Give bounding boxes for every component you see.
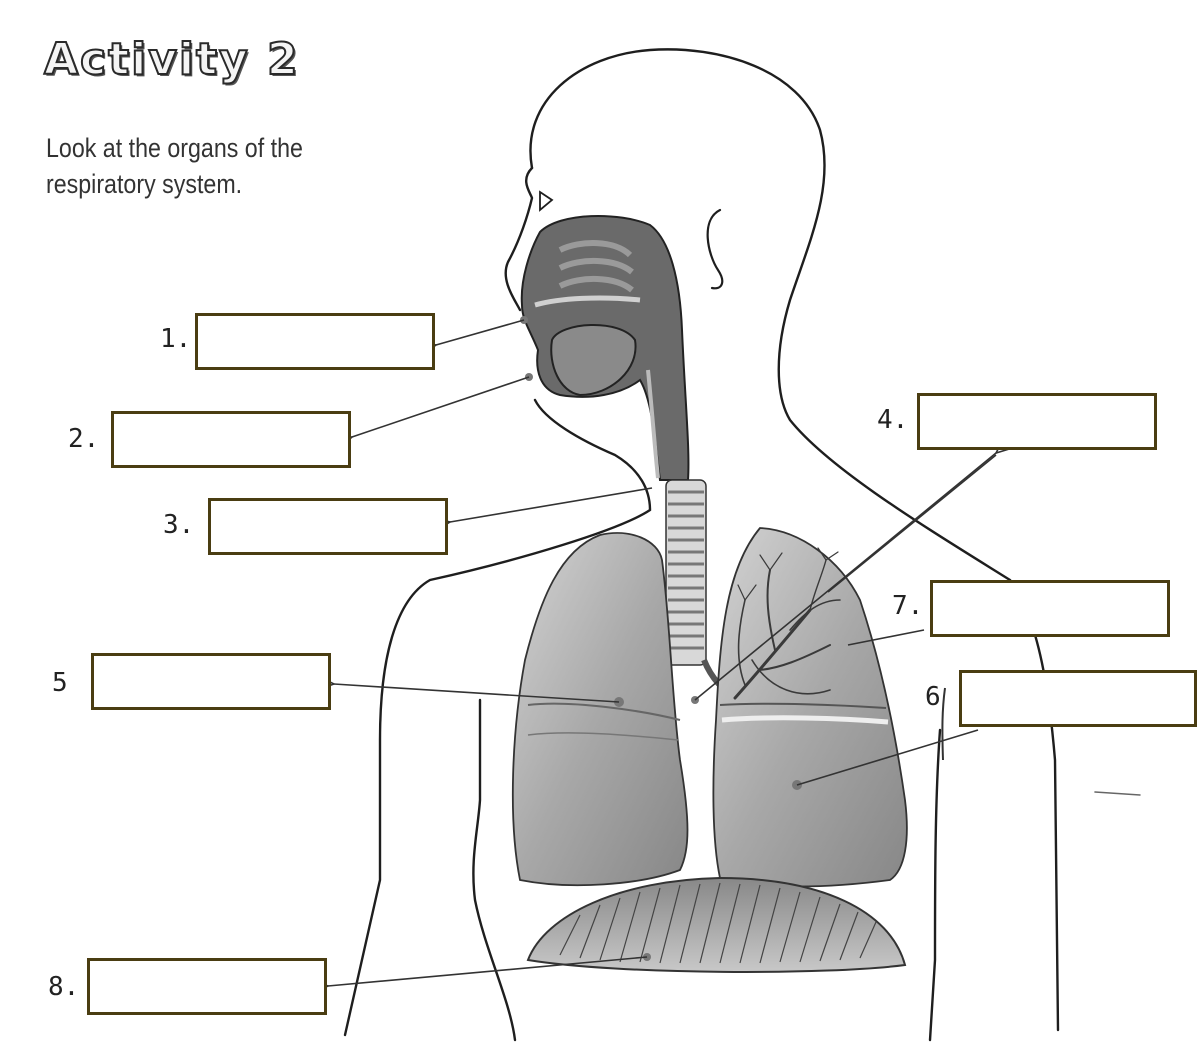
answer-box-2[interactable]: [111, 411, 351, 468]
answer-box-1[interactable]: [195, 313, 435, 370]
diaphragm: [526, 876, 907, 973]
trachea: [637, 479, 737, 703]
answer-box-3[interactable]: [208, 498, 448, 555]
label-number-1: 1.: [160, 324, 192, 354]
answer-box-6[interactable]: [959, 670, 1197, 727]
upper-airway: [520, 214, 690, 481]
left-lung: [511, 532, 689, 887]
label-number-4: 4.: [877, 405, 909, 435]
label-number-5: 5: [52, 668, 68, 698]
answer-box-4[interactable]: [917, 393, 1157, 450]
bronchial-tree: [733, 547, 841, 700]
answer-box-7[interactable]: [930, 580, 1170, 637]
label-number-2: 2.: [68, 424, 100, 454]
right-lung: [712, 527, 908, 888]
activity-title: Activity 2: [43, 33, 300, 86]
label-number-8: 8.: [48, 972, 80, 1002]
label-number-7: 7.: [892, 591, 924, 621]
pointer-dots: [520, 316, 802, 961]
instruction-text: Look at the organs of the respiratory sy…: [46, 133, 303, 199]
answer-box-5[interactable]: [91, 653, 331, 710]
answer-box-8[interactable]: [87, 958, 327, 1015]
label-number-3: 3.: [163, 510, 195, 540]
leader-lines: [328, 319, 996, 986]
label-number-6: 6: [925, 682, 941, 712]
